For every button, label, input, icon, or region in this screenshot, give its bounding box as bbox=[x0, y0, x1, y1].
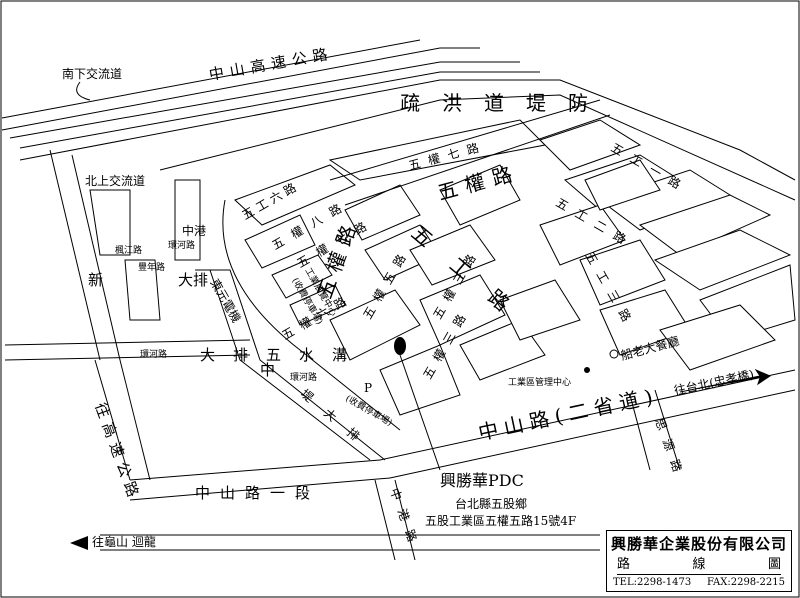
north-exit-road bbox=[49, 149, 121, 361]
fax-number: FAX:2298-2215 bbox=[706, 577, 785, 588]
siyuan-road bbox=[629, 389, 681, 471]
label-to-taipei: 往台北(忠孝橋) bbox=[673, 366, 756, 398]
zhongshan-freeway bbox=[1, 39, 540, 149]
title-box: 興勝華企業股份有限公司 路 線 圖 TEL:2298-1473 FAX:2298… bbox=[606, 530, 792, 592]
subtitle-char-3: 圖 bbox=[767, 557, 781, 572]
target-addr2: 五股工業區五權五路15號4F bbox=[425, 513, 576, 528]
company-name: 興勝華企業股份有限公司 bbox=[610, 535, 787, 553]
levee-road bbox=[19, 79, 796, 201]
mgmt-center-icon bbox=[584, 367, 590, 373]
label-p-sign: P bbox=[364, 381, 372, 395]
label-fengnian: 豐年路 bbox=[138, 261, 165, 273]
label-south-exit: 南下交流道 bbox=[62, 66, 122, 81]
wuquan-road bbox=[222, 99, 611, 431]
label-dapai-v: 大排 bbox=[178, 271, 208, 289]
label-zhonggang-road: 中港路 bbox=[387, 486, 424, 553]
label-dapai2: 堤大排 bbox=[298, 387, 376, 456]
label-huanhe3: 環河路 bbox=[290, 371, 317, 383]
arrow-icon-to-taipei bbox=[679, 368, 772, 393]
zhongshan-road-1 bbox=[129, 459, 391, 501]
label-zhongshan-freeway: 中山高速公路 bbox=[208, 44, 335, 84]
zhonggang-road bbox=[374, 479, 416, 561]
arrow-icon-to-guishan bbox=[70, 536, 88, 550]
target-addr1: 台北縣五股鄉 bbox=[455, 496, 527, 511]
label-huanhe2: 環河路 bbox=[140, 348, 167, 360]
label-huanhe: 環河路 bbox=[168, 239, 195, 251]
target-marker-icon bbox=[394, 337, 406, 355]
label-to-guishan: 往龜山 迴龍 bbox=[92, 534, 156, 549]
subtitle-char-1: 路 bbox=[617, 557, 631, 572]
label-zhong: 中 bbox=[260, 361, 275, 379]
label-dapai-wushui: 大排五水溝 bbox=[200, 346, 365, 364]
label-to-highway: 往高速公路 bbox=[91, 400, 144, 505]
dapai-canal bbox=[4, 269, 386, 461]
label-north-exit: 北上交流道 bbox=[85, 173, 145, 188]
label-fengjiang: 楓江路 bbox=[115, 244, 142, 256]
zhongshan-road bbox=[379, 369, 796, 479]
target-leader-line bbox=[399, 354, 441, 471]
tel-number: TEL:2298-1473 bbox=[613, 577, 692, 588]
label-mgmt: 工業區管理中心 bbox=[508, 376, 571, 388]
map-subtitle: 路 線 圖 bbox=[617, 553, 781, 575]
to-highway-road bbox=[94, 359, 151, 481]
label-siyuan: 思源路 bbox=[652, 416, 689, 483]
restaurant-icon bbox=[609, 349, 619, 359]
subtitle-char-2: 線 bbox=[692, 557, 706, 572]
industrial-blocks bbox=[89, 119, 796, 416]
target-name: 興勝華PDC bbox=[440, 471, 524, 490]
label-zhonggang: 中港 bbox=[182, 223, 206, 238]
label-zhongshan-1: 中山路一段 bbox=[195, 484, 320, 502]
label-shuhong-levee: 疏洪道堤防 bbox=[400, 91, 610, 115]
label-xin: 新 bbox=[88, 271, 103, 289]
label-zhongshan-sheng: 中山路(二省道) bbox=[476, 383, 661, 445]
guishan-road bbox=[100, 534, 600, 551]
